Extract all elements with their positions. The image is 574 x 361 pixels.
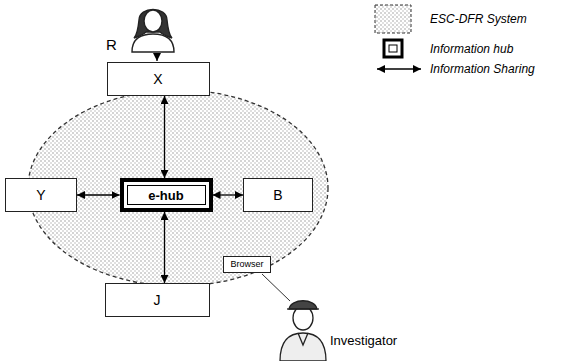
system-box: X <box>107 62 210 96</box>
person-icon <box>132 10 174 53</box>
input-arrow <box>156 53 157 61</box>
legend-hub-swatch <box>384 40 402 57</box>
box-label: J <box>154 292 161 308</box>
legend-hub-swatch-inner <box>389 45 397 52</box>
box-label: Browser <box>230 259 263 269</box>
sharing-connector <box>164 96 165 178</box>
box-label: X <box>153 71 162 87</box>
system-box: B <box>243 178 313 212</box>
sharing-connector <box>213 194 244 195</box>
box-label: Y <box>36 187 45 203</box>
box-label: e-hub <box>148 188 183 203</box>
browser-box: Browser <box>223 256 270 273</box>
sharing-connector <box>164 212 165 283</box>
system-box: Y <box>5 178 77 212</box>
legend-region-swatch <box>375 5 411 33</box>
legend-text: ESC-DFR System <box>430 12 527 26</box>
information-hub: e-hub <box>120 178 213 212</box>
legend-text: Information hub <box>430 42 513 56</box>
legend-text: Information Sharing <box>430 62 535 76</box>
box-label: B <box>273 187 282 203</box>
legend-sharing-swatch <box>377 68 421 69</box>
sharing-connector <box>77 194 120 195</box>
actor-label: R <box>106 36 117 53</box>
actor-label: Investigator <box>330 333 397 348</box>
system-box: J <box>105 283 210 317</box>
leader-line <box>262 274 290 301</box>
investigator-icon <box>280 301 326 361</box>
